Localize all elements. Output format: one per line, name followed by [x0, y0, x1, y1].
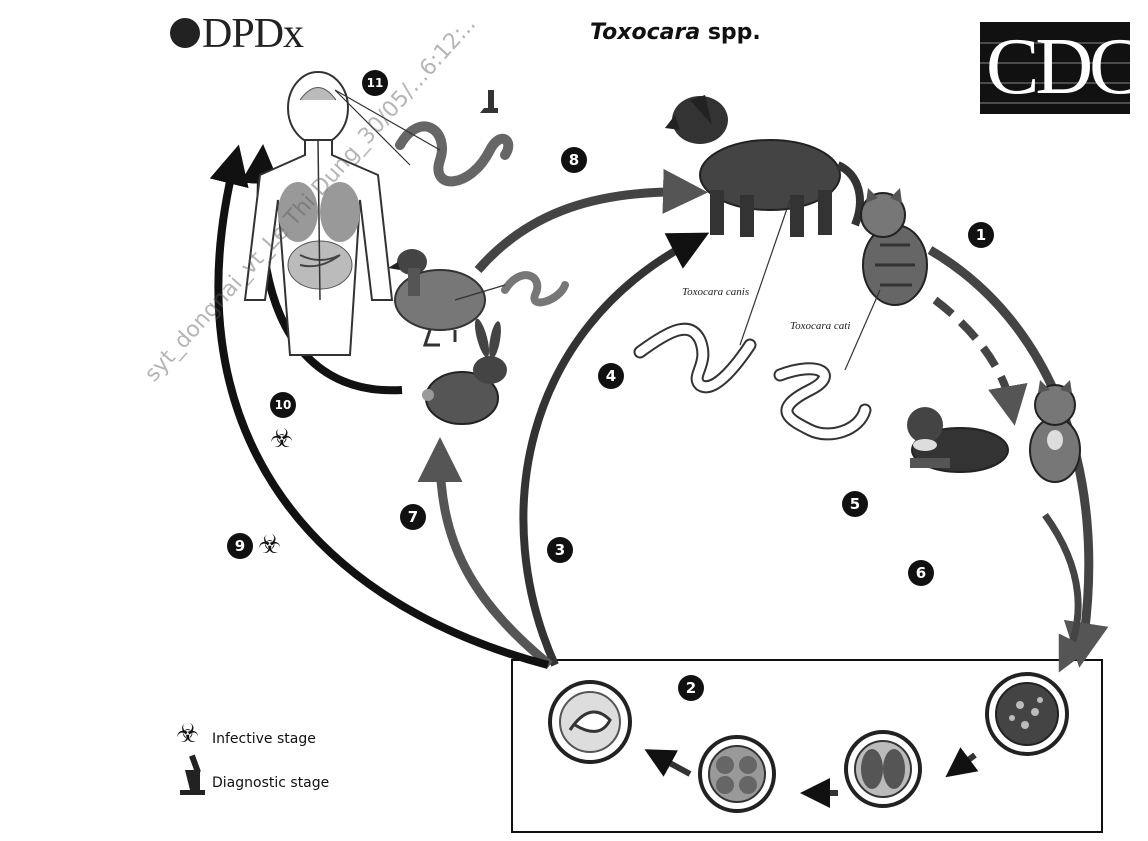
step-6-marker: 6 [908, 560, 934, 586]
egg-unembryonated [987, 674, 1067, 754]
egg-arrow-1 [955, 755, 975, 770]
biohazard-icon: ☣ [258, 531, 281, 557]
step-5-marker: 5 [842, 491, 868, 517]
cdc-logo: CDC [980, 22, 1130, 114]
step-4-marker: 4 [598, 363, 624, 389]
step-8-marker: 8 [561, 147, 587, 173]
rabbit [422, 317, 507, 424]
puppy [907, 407, 1008, 472]
embryonated-egg-larva [550, 682, 630, 762]
arrow-step-6 [1045, 515, 1078, 660]
label-toxocara-cati: Toxocara cati [790, 320, 850, 332]
biohazard-icon: ☣ [270, 425, 293, 451]
legend-diagnostic-stage: Diagnostic stage [212, 775, 329, 791]
dpdx-logo-text: DPDx [202, 11, 303, 57]
title-genus: Toxocara [590, 20, 700, 45]
adult-dog [665, 95, 860, 237]
title-suffix: spp. [700, 20, 761, 45]
dpdx-logo: DPDx [170, 10, 303, 58]
cdc-logo-text: CDC [986, 24, 1130, 110]
arrow-dashed-transmission [935, 300, 1012, 410]
microscope-icon [180, 755, 205, 795]
page-title: Toxocara spp. [590, 20, 761, 45]
adult-cat [861, 188, 927, 305]
duck [388, 249, 485, 345]
step-11-marker: 11 [362, 70, 388, 96]
step-2-marker: 2 [678, 675, 704, 701]
step-3-marker: 3 [547, 537, 573, 563]
legend-infective-stage: Infective stage [212, 731, 316, 747]
egg-two-cell [846, 732, 920, 806]
larva-human [400, 126, 508, 181]
egg-morula [700, 737, 774, 811]
step-7-marker: 7 [400, 504, 426, 530]
step-10-marker: 10 [270, 392, 296, 418]
microscope-icon-step-11 [480, 90, 498, 113]
step-9-marker: 9 [227, 533, 253, 559]
biohazard-icon: ☣ [176, 720, 199, 746]
kitten [1030, 380, 1080, 482]
step-1-marker: 1 [968, 222, 994, 248]
dpdx-mark-icon [170, 18, 200, 48]
egg-arrow-3 [655, 755, 690, 774]
label-toxocara-canis: Toxocara canis [682, 286, 749, 298]
larva-duck [505, 275, 565, 302]
